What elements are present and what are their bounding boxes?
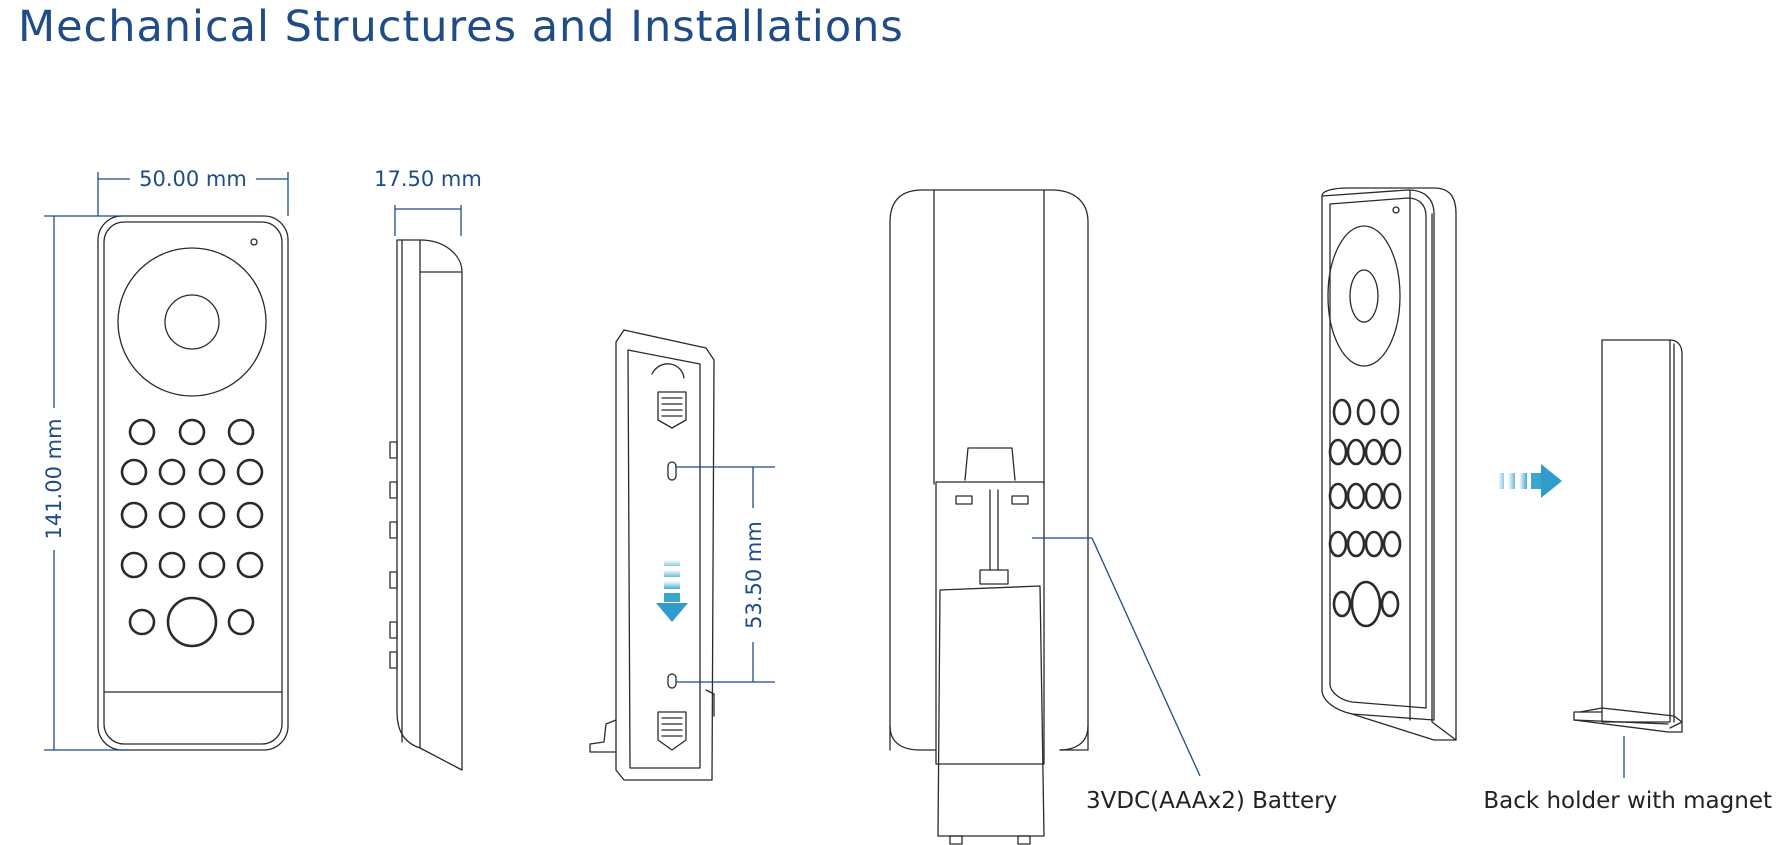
holder-label: Back holder with magnet: [1483, 788, 1772, 814]
angled-button-grid: [1328, 398, 1402, 628]
upper-screw-hole: [667, 461, 677, 481]
height-label: 141.00 mm: [42, 418, 66, 539]
width-label: 50.00 mm: [139, 167, 247, 191]
height-dimension: 141.00 mm: [42, 215, 130, 751]
side-button-bumps: [389, 441, 398, 669]
remote-angled-view: [1321, 187, 1457, 741]
page-title: Mechanical Structures and Installations: [18, 2, 904, 52]
remote-front-view: [97, 215, 289, 751]
battery-label: 3VDC(AAAx2) Battery: [1086, 788, 1337, 814]
angled-control-ring: [1327, 225, 1401, 367]
control-ring: [117, 247, 267, 397]
battery-bay: [935, 481, 1045, 765]
wall-bracket-view: [589, 329, 715, 781]
detach-arrow: [1498, 464, 1562, 498]
lower-screw-hole: [667, 673, 677, 689]
angled-center-button: [1349, 269, 1379, 323]
top-grip: [657, 391, 687, 429]
holder-callout: Back holder with magnet: [1483, 736, 1772, 814]
battery-callout: 3VDC(AAAx2) Battery: [1032, 537, 1337, 814]
bottom-grip: [657, 711, 687, 751]
depth-label: 17.50 mm: [374, 167, 482, 191]
depth-dimension: 17.50 mm: [374, 167, 482, 236]
width-dimension: 50.00 mm: [97, 167, 289, 216]
remote-side-view: [389, 239, 463, 771]
battery-cover: [937, 585, 1045, 837]
screw-spacing-label: 53.50 mm: [742, 521, 766, 629]
slide-down-arrow: [656, 560, 688, 622]
battery-compartment-view: [889, 189, 1089, 845]
screw-spacing-dimension: 53.50 mm: [676, 466, 775, 683]
center-button: [164, 294, 220, 350]
back-holder-view: [1573, 339, 1683, 733]
button-grid: [120, 418, 264, 648]
